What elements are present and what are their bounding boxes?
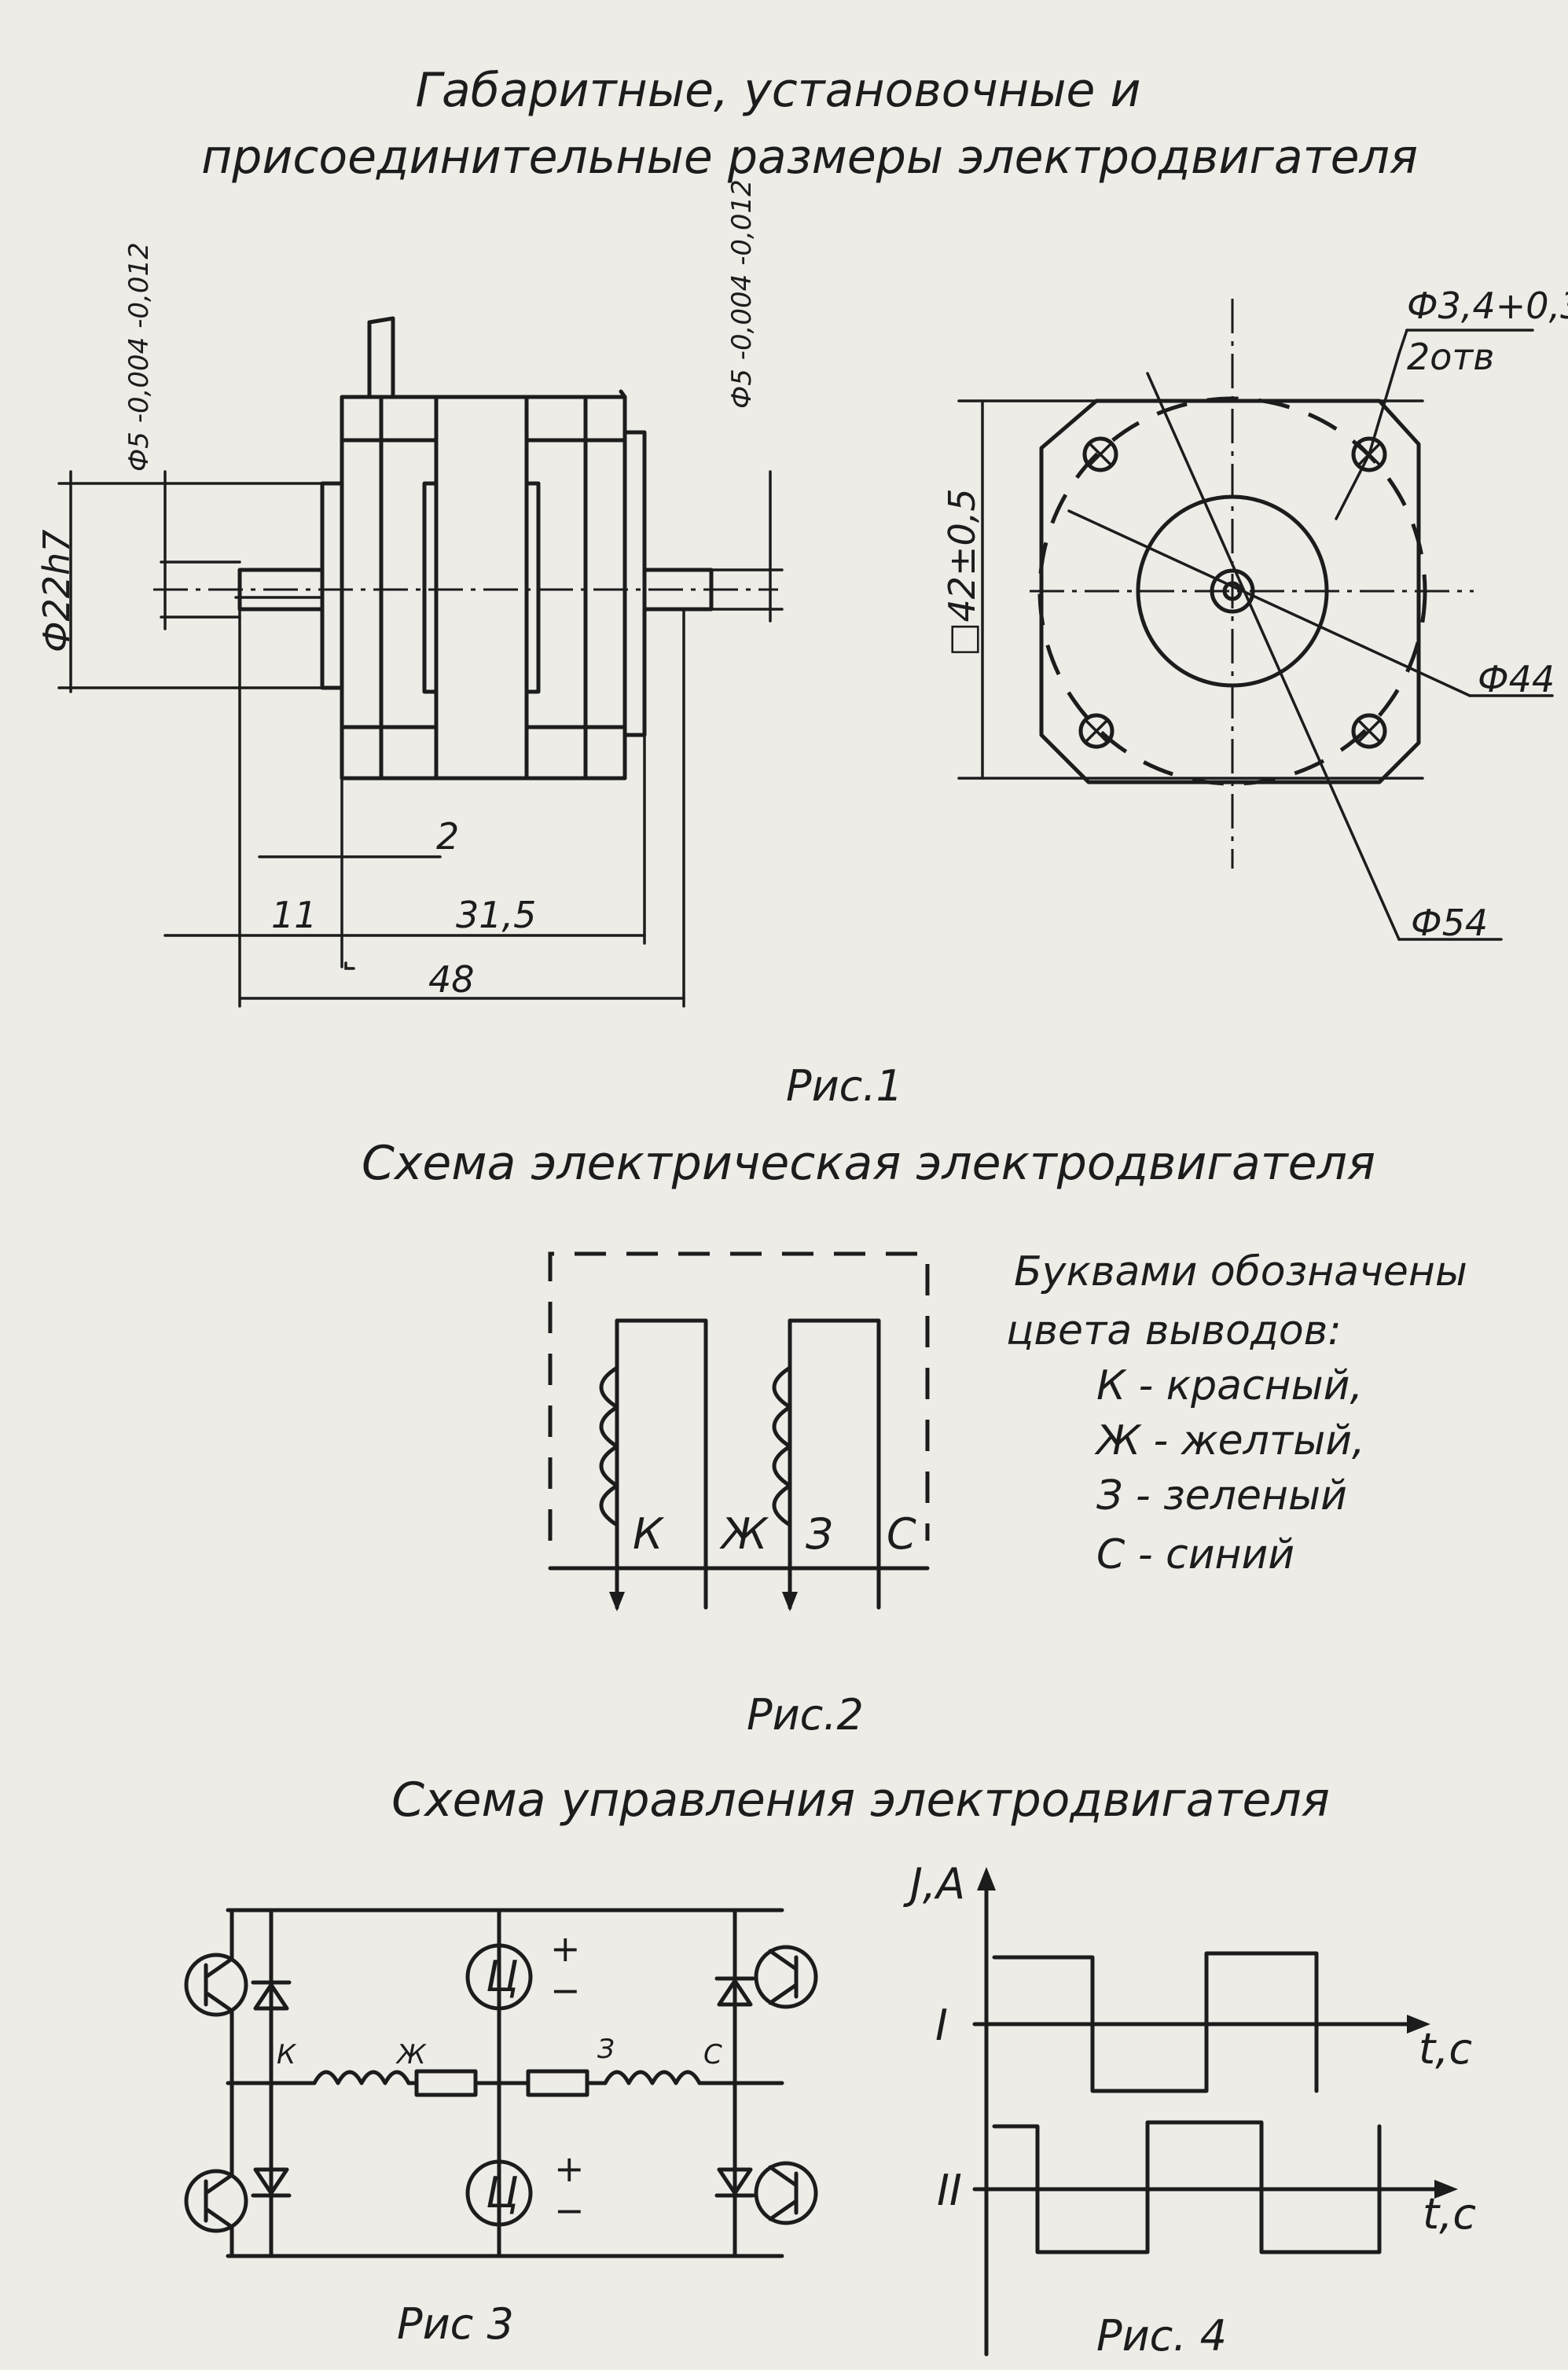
dim-2: 2 bbox=[436, 815, 459, 858]
title-control: Схема управления электродвигателя bbox=[391, 1773, 1330, 1828]
dim-hole-count: 2отв bbox=[1407, 336, 1494, 378]
wire-label-k: К bbox=[633, 1509, 665, 1559]
legend-item-s: С - синий bbox=[1096, 1531, 1294, 1578]
legend-heading-1: Буквами обозначены bbox=[1014, 1248, 1467, 1295]
fig3-caption: Рис 3 bbox=[397, 2299, 514, 2349]
waveform-xlabel-1: t,c bbox=[1419, 2024, 1472, 2074]
dim-11: 11 bbox=[271, 894, 318, 936]
control-scheme bbox=[184, 1908, 818, 2258]
waveform-phase-1: I bbox=[935, 2001, 948, 2050]
legend-item-k: К - красный, bbox=[1096, 1362, 1363, 1409]
wire-color-legend: Буквами обозначены цвета выводов: К - кр… bbox=[1006, 1248, 1467, 1578]
dim-31-5: 31,5 bbox=[456, 894, 536, 936]
waveform-xlabel-2: t,c bbox=[1423, 2189, 1476, 2239]
dim-hole: Ф3,4+0,3 bbox=[1407, 285, 1568, 327]
fig4-caption: Рис. 4 bbox=[1096, 2311, 1227, 2361]
dim-shaft-left: Ф5 -0,004 -0,012 bbox=[123, 242, 155, 472]
motor-front-view bbox=[957, 299, 1554, 941]
dim-48: 48 bbox=[428, 958, 475, 1001]
legend-heading-2: цвета выводов: bbox=[1006, 1307, 1342, 1354]
wire-label-zh: Ж bbox=[719, 1509, 769, 1559]
motor-side-view bbox=[57, 316, 784, 1008]
ctrl-label-k: К bbox=[277, 2039, 297, 2071]
waveform-diagram bbox=[972, 1867, 1458, 2357]
fig2-caption: Рис.2 bbox=[747, 1690, 864, 1740]
legend-item-z: З - зеленый bbox=[1096, 1472, 1347, 1519]
wire-label-s: С bbox=[887, 1509, 916, 1559]
electrical-scheme bbox=[548, 1251, 930, 1611]
ctrl-label-s: С bbox=[703, 2039, 722, 2071]
title-electrical: Схема электрическая электродвигателя bbox=[362, 1136, 1375, 1191]
ctrl-minus-bottom: − bbox=[554, 2189, 585, 2232]
dim-square: □42±0,5 bbox=[941, 488, 983, 656]
ctrl-plus-top: + bbox=[550, 1927, 581, 1970]
ctrl-label-z: З bbox=[597, 2034, 615, 2065]
ctrl-source-top: Ц bbox=[486, 1952, 519, 2001]
wire-label-z: З bbox=[806, 1509, 833, 1559]
fig1-caption: Рис.1 bbox=[786, 1061, 903, 1111]
waveform-phase-2: II bbox=[937, 2166, 962, 2215]
legend-item-zh: Ж - желтый, bbox=[1094, 1417, 1365, 1464]
title-dimensions-line1: Габаритные, установочные и bbox=[416, 63, 1141, 118]
title-dimensions-line2: присоединительные размеры электродвигате… bbox=[201, 130, 1418, 185]
dim-flange: Ф22h7 bbox=[35, 529, 78, 652]
ctrl-minus-top: − bbox=[550, 1969, 581, 2012]
dim-shaft-right: Ф5 -0,004 -0,012 bbox=[726, 179, 758, 409]
dim-d44: Ф44 bbox=[1478, 658, 1555, 700]
dim-d54: Ф54 bbox=[1411, 902, 1488, 944]
ctrl-source-bottom: Ц bbox=[486, 2168, 519, 2218]
ctrl-label-zh: Ж bbox=[395, 2039, 427, 2071]
waveform-ylabel: J,A bbox=[903, 1859, 965, 1909]
ctrl-plus-bottom: + bbox=[554, 2148, 585, 2190]
